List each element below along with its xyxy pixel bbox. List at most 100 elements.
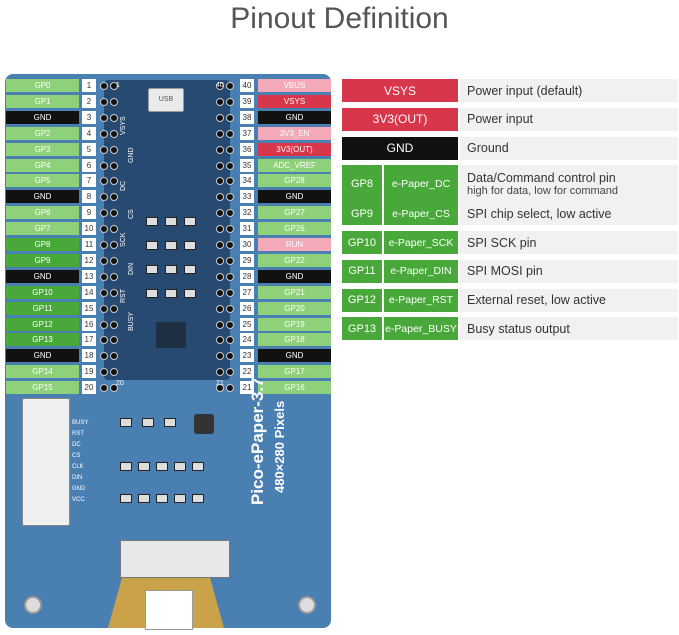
pin-number: 34 — [240, 174, 254, 188]
usb-port: USB — [148, 88, 184, 112]
header-hole — [110, 193, 118, 202]
table-signal: e-Paper_SCK — [384, 231, 458, 254]
header-hole — [110, 336, 118, 345]
resistor — [146, 289, 158, 298]
resistor — [165, 289, 177, 298]
table-signal: e-Paper_DIN — [384, 259, 458, 283]
pin-number: 19 — [82, 365, 96, 379]
table-description-text: Ground — [467, 141, 509, 156]
pin-number: 8 — [82, 190, 96, 204]
header-hole — [226, 368, 234, 377]
header-hole — [216, 145, 224, 154]
header-hole — [110, 161, 118, 170]
pin-label-gnd: GND — [6, 110, 79, 124]
resistor — [146, 265, 158, 274]
header-hole — [100, 225, 108, 234]
header-hole — [100, 193, 108, 202]
pin-number: 32 — [240, 206, 254, 220]
connector-label-din: DIN — [72, 475, 83, 481]
pin-number: 17 — [82, 333, 96, 347]
pin-label-gp26: GP26 — [258, 222, 331, 236]
pin-number: 7 — [82, 174, 96, 188]
pin-number: 40 — [240, 79, 254, 92]
table-description-text: Busy status output — [467, 321, 570, 336]
pin-number: 35 — [240, 158, 254, 172]
resistor — [174, 462, 186, 471]
pin-label-gp5: GP5 — [6, 174, 79, 188]
resistor — [165, 241, 177, 250]
table-signal: e-Paper_RST — [384, 288, 458, 312]
header-mark-21: 21 — [216, 380, 224, 387]
resistor — [184, 241, 196, 250]
silk-label-cs: CS — [128, 209, 135, 219]
pin-label-gp22: GP22 — [258, 253, 331, 267]
header-hole — [100, 256, 108, 265]
pin-label-gp28: GP28 — [258, 174, 331, 188]
header-hole — [226, 129, 234, 138]
pin-number: 25 — [240, 317, 254, 331]
header-hole — [226, 193, 234, 202]
pin-number: 9 — [82, 206, 96, 220]
pin-number: 1 — [82, 79, 96, 92]
pin-number: 37 — [240, 126, 254, 140]
page-title: Pinout Definition — [230, 2, 449, 35]
header-hole — [100, 304, 108, 313]
table-description: External reset, low active — [460, 288, 678, 312]
resistor — [156, 462, 168, 471]
resistor — [184, 289, 196, 298]
header-mark-1: 1 — [116, 82, 120, 89]
header-hole — [216, 256, 224, 265]
header-hole — [216, 161, 224, 170]
table-signal: e-Paper_BUSY — [384, 317, 458, 341]
table-pin: GP8 — [342, 165, 382, 203]
resistor — [138, 462, 150, 471]
table-description-sub: high for data, low for command — [467, 184, 619, 197]
level-shifter-chip — [156, 322, 186, 348]
resistor — [165, 217, 177, 226]
pin-label-gp8: GP8 — [6, 238, 79, 251]
header-hole — [110, 368, 118, 377]
pin-label-gp7: GP7 — [6, 222, 79, 236]
pin-number: 15 — [82, 301, 96, 315]
table-description: SPI SCK pin — [460, 231, 678, 254]
header-hole — [110, 241, 118, 249]
header-hole — [226, 384, 234, 393]
pin-number: 28 — [240, 269, 254, 283]
header-hole — [110, 256, 118, 265]
pin-label-gp2: GP2 — [6, 126, 79, 140]
board-name: Pico-ePaper-3.7 — [248, 377, 267, 505]
pin-number: 3 — [82, 110, 96, 124]
header-hole — [226, 113, 234, 122]
pin-label-gnd: GND — [6, 190, 79, 204]
header-hole — [226, 304, 234, 313]
pin-label-gp9: GP9 — [6, 253, 79, 267]
header-hole — [226, 272, 234, 281]
connector-label-dc: DC — [72, 442, 81, 448]
table-description-text: External reset, low active — [467, 293, 606, 308]
header-hole — [110, 145, 118, 154]
header-hole — [216, 352, 224, 361]
pin-label-vbus: VBUS — [258, 79, 331, 92]
pin-label-gp15: GP15 — [6, 381, 79, 395]
pin-number: 6 — [82, 158, 96, 172]
pin-number: 26 — [240, 301, 254, 315]
pin-label-gp11: GP11 — [6, 301, 79, 315]
pin-number: 36 — [240, 142, 254, 156]
resistor — [156, 494, 168, 503]
header-hole — [226, 177, 234, 186]
resistor — [165, 265, 177, 274]
silk-label-dc: DC — [120, 180, 127, 191]
silk-label-vsys: VSYS — [120, 116, 127, 135]
header-hole — [216, 209, 224, 218]
pin-number: 5 — [82, 142, 96, 156]
table-pin: GP12 — [342, 288, 382, 312]
fpc-connector — [22, 398, 70, 526]
pin-number: 29 — [240, 253, 254, 267]
header-hole — [226, 256, 234, 265]
header-hole — [216, 82, 224, 90]
header-hole — [100, 82, 108, 90]
header-hole — [100, 320, 108, 329]
header-hole — [110, 209, 118, 218]
